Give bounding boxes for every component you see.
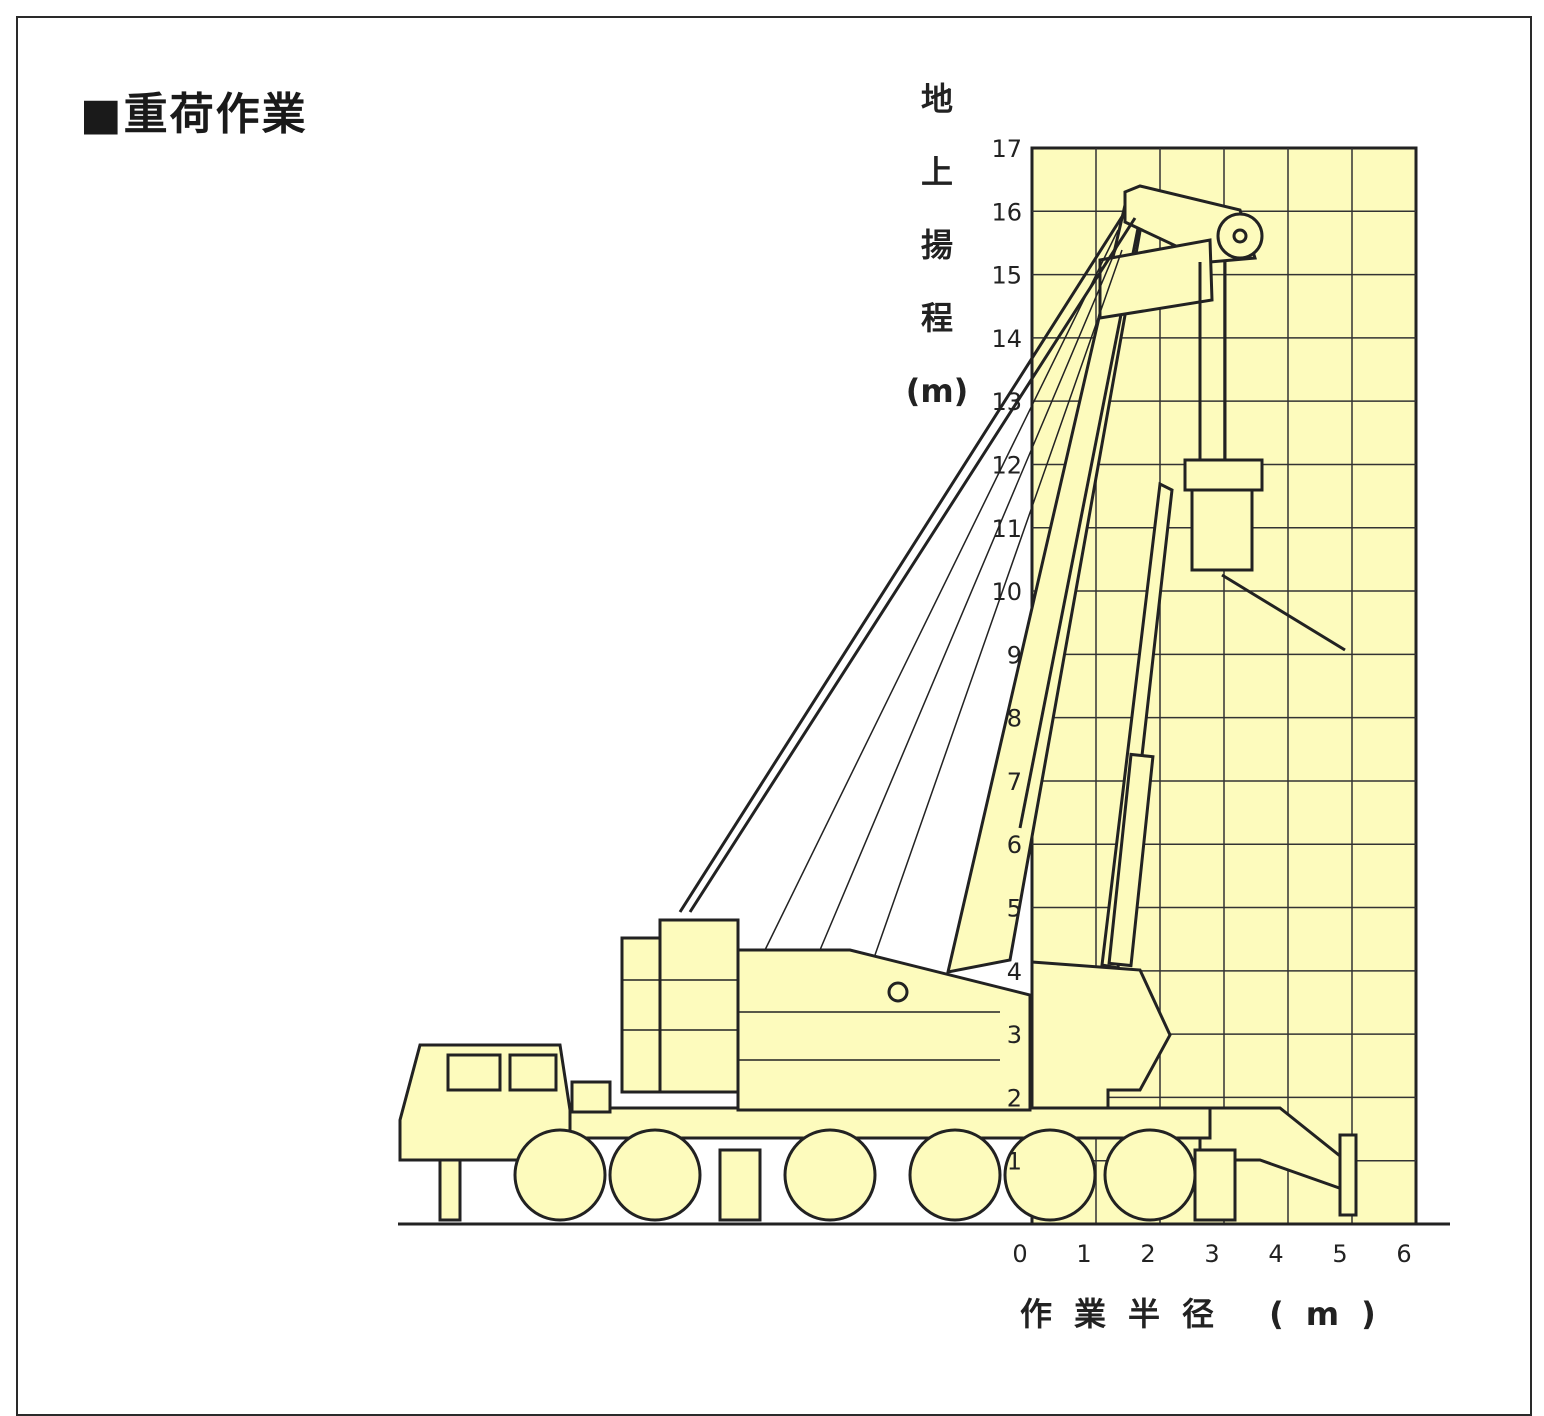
y-tick-label: 1 <box>1007 1148 1022 1176</box>
y-tick-label: 13 <box>991 388 1022 416</box>
y-tick-label: 9 <box>1007 641 1022 669</box>
y-tick-label: 7 <box>1007 768 1022 796</box>
y-tick-label: 2 <box>1007 1084 1022 1112</box>
x-axis-ticks: 0 1 2 3 4 5 6 <box>1012 1240 1411 1268</box>
y-axis-label-char: (m) <box>906 372 969 410</box>
y-axis-label-char: 地 <box>921 80 953 118</box>
y-axis-label-char: 揚 <box>921 226 953 264</box>
y-tick-label: 11 <box>991 515 1022 543</box>
x-axis-label: 作業半径 (m) <box>1020 1295 1398 1333</box>
y-tick-label: 8 <box>1007 705 1022 733</box>
x-tick-label: 6 <box>1396 1240 1411 1268</box>
crane-illustration <box>398 184 1358 1222</box>
y-tick-label: 5 <box>1007 895 1022 923</box>
y-axis-label-char: 程 <box>921 299 953 337</box>
y-tick-label: 4 <box>1007 958 1022 986</box>
y-tick-label: 12 <box>991 451 1022 479</box>
y-axis-label-char: 上 <box>921 153 953 191</box>
y-tick-label: 10 <box>991 578 1022 606</box>
x-tick-label: 1 <box>1076 1240 1091 1268</box>
y-tick-label: 15 <box>991 262 1022 290</box>
page-title: ■重荷作業 <box>80 89 308 140</box>
y-tick-label: 17 <box>991 135 1022 163</box>
y-tick-label: 3 <box>1007 1021 1022 1049</box>
y-axis-label: 地 上 揚 程 (m) <box>906 80 969 410</box>
x-tick-label: 5 <box>1332 1240 1347 1268</box>
x-tick-label: 4 <box>1268 1240 1283 1268</box>
x-tick-label: 2 <box>1140 1240 1155 1268</box>
y-tick-label: 6 <box>1007 831 1022 859</box>
y-tick-label: 16 <box>991 198 1022 226</box>
y-tick-label: 14 <box>991 325 1022 353</box>
x-tick-label: 0 <box>1012 1240 1027 1268</box>
x-tick-label: 3 <box>1204 1240 1219 1268</box>
